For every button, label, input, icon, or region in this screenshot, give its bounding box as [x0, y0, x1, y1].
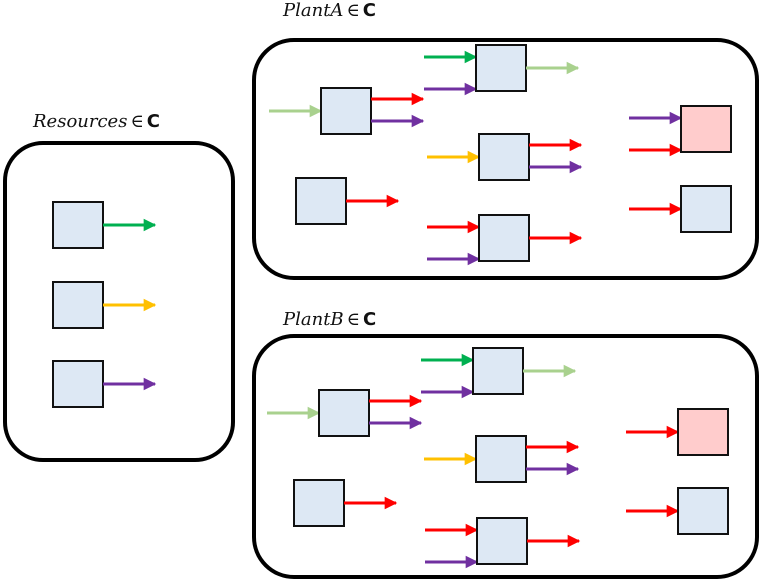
process-box-b4 [475, 435, 527, 483]
process-box-a2 [295, 177, 347, 225]
plantA-label-name: PlantA [283, 0, 344, 21]
plantA-label: PlantA∈C [283, 0, 376, 21]
process-box-b6 [677, 408, 729, 456]
set-symbol: C [362, 0, 376, 21]
process-box-r2 [52, 281, 104, 329]
set-symbol: C [362, 309, 377, 330]
process-box-r3 [52, 360, 104, 408]
process-box-a5 [478, 214, 530, 262]
process-box-a1 [320, 87, 372, 135]
element-of-symbol: ∈ [130, 111, 144, 132]
process-box-b5 [476, 517, 528, 565]
process-box-r1 [52, 201, 104, 249]
element-of-symbol: ∈ [346, 0, 360, 21]
process-box-a4 [478, 133, 530, 181]
set-symbol: C [146, 111, 160, 132]
resources-label: Resources∈C [33, 111, 160, 132]
process-box-b2 [293, 479, 345, 527]
plantB-label-name: PlantB [283, 309, 344, 330]
process-box-b1 [318, 389, 370, 437]
plantB-label: PlantB∈C [283, 309, 376, 330]
process-box-b3 [472, 347, 524, 395]
process-box-a7 [680, 185, 732, 233]
element-of-symbol: ∈ [346, 309, 360, 330]
resources-container [3, 141, 235, 462]
process-box-a3 [475, 44, 527, 92]
resources-label-name: Resources [33, 111, 128, 132]
process-box-b7 [677, 487, 729, 535]
process-box-a6 [680, 105, 732, 153]
